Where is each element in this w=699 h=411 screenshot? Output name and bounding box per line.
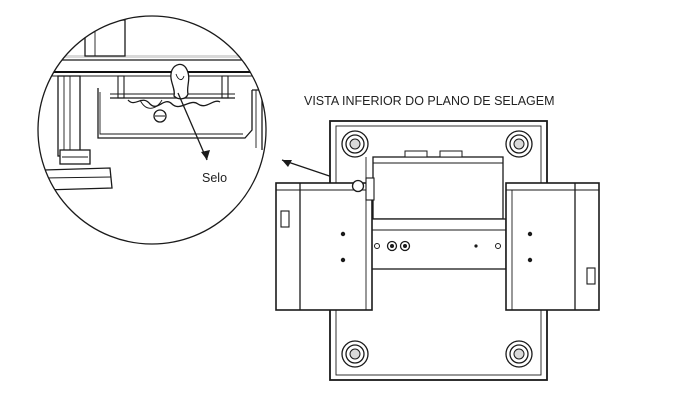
central-housing	[365, 150, 504, 220]
detail-zoom-circle	[37, 15, 267, 245]
left-side-module	[275, 182, 373, 311]
seal-callout-arrow	[177, 92, 210, 161]
seal-callout-label: Selo	[202, 171, 227, 185]
seal-location-marker	[351, 177, 375, 201]
bottom-view-plate	[275, 120, 600, 381]
central-lower-panel	[369, 218, 507, 270]
right-side-module	[505, 182, 600, 311]
corner-foot-bottom-left	[341, 340, 369, 368]
diagram-title: VISTA INFERIOR DO PLANO DE SELAGEM	[304, 94, 555, 108]
corner-foot-top-left	[341, 130, 369, 158]
corner-foot-bottom-right	[505, 340, 533, 368]
corner-foot-top-right	[505, 130, 533, 158]
